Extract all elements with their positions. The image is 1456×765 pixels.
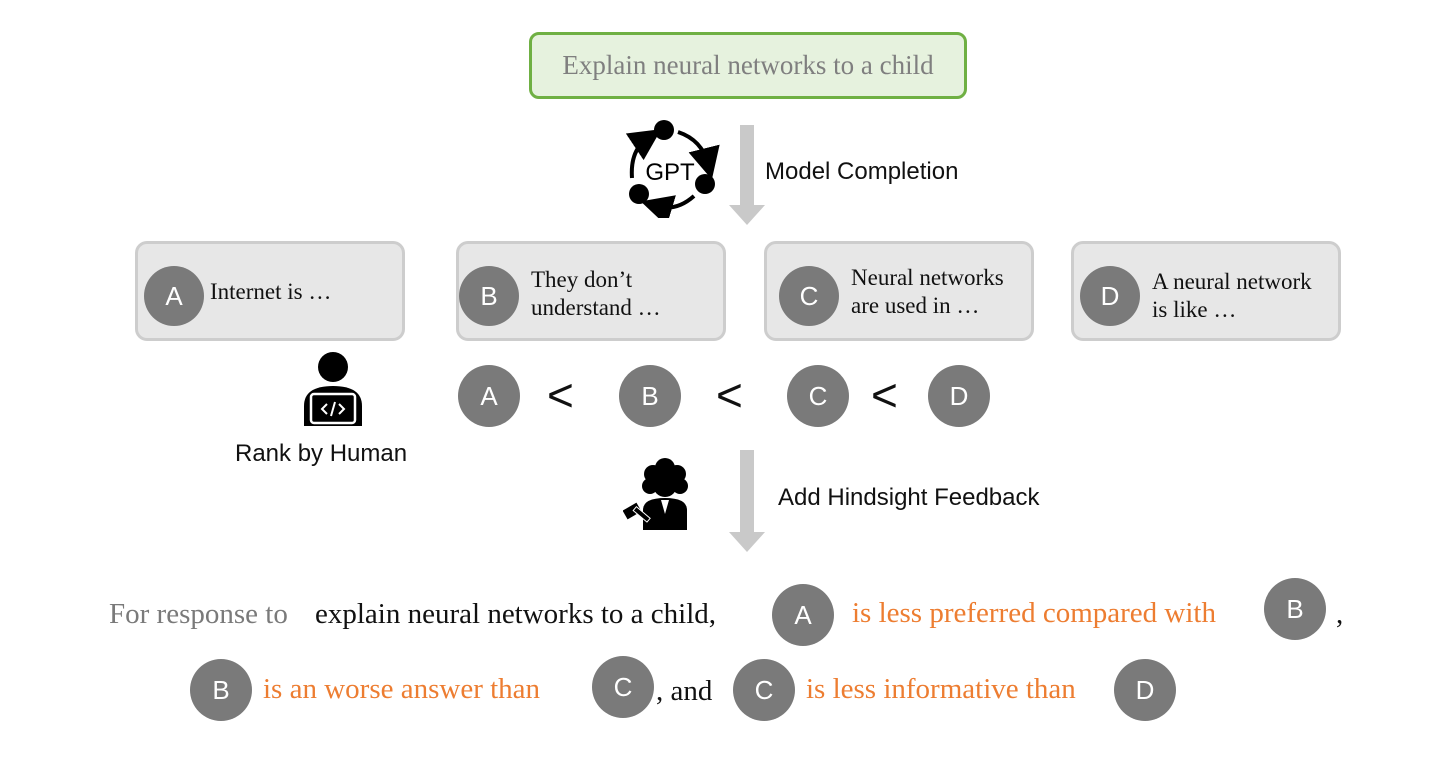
rank-item-b: B — [619, 365, 681, 427]
response-b-badge: B — [459, 266, 519, 326]
feedback-l2-joiner: , and — [656, 675, 713, 707]
rank-by-human-label: Rank by Human — [235, 440, 408, 467]
rank-item-c: C — [787, 365, 849, 427]
response-box-a: A Internet is … — [135, 241, 405, 341]
response-c-badge: C — [779, 266, 839, 326]
feedback-l1-item-b: B — [1264, 578, 1326, 640]
response-d-line1: A neural network — [1152, 269, 1312, 294]
feedback-l2-relation1: is an worse answer than — [263, 673, 541, 705]
feedback-l1-relation: is less preferred compared with — [852, 597, 1216, 629]
prompt-box: Explain neural networks to a child — [529, 32, 967, 99]
response-a-line1: Internet is … — [210, 279, 332, 304]
response-b-line2: understand … — [531, 295, 661, 320]
response-c-line1: Neural networks — [851, 265, 1004, 290]
arrow-head-1 — [729, 205, 765, 225]
model-completion-label: Model Completion — [765, 158, 959, 185]
response-d-badge: D — [1080, 266, 1140, 326]
arrow-shaft-2 — [740, 450, 754, 534]
rank-item-d: D — [928, 365, 990, 427]
developer-laptop-icon — [300, 350, 366, 426]
response-box-d: D A neural network is like … — [1071, 241, 1341, 341]
arrow-head-2 — [729, 532, 765, 552]
response-c-line2: are used in … — [851, 293, 980, 318]
rank-item-a: A — [458, 365, 520, 427]
rank-separator-1: < — [547, 369, 574, 421]
response-b-line1: They don’t — [531, 267, 633, 292]
response-a-badge: A — [144, 266, 204, 326]
feedback-l2-relation2: is less informative than — [806, 673, 1076, 705]
feedback-l2-item-c2: C — [733, 659, 795, 721]
response-b-text: They don’t understand … — [531, 266, 661, 322]
feedback-l1-end: , — [1336, 598, 1344, 630]
feedback-prompt: explain neural networks to a child, — [315, 598, 717, 630]
gpt-cycle-icon: GPT — [624, 118, 720, 226]
hindsight-feedback-label: Add Hindsight Feedback — [778, 484, 1040, 511]
prompt-text: Explain neural networks to a child — [562, 50, 934, 80]
arrow-shaft-1 — [740, 125, 754, 207]
response-d-line2: is like … — [1152, 297, 1237, 322]
response-box-c: C Neural networks are used in … — [764, 241, 1034, 341]
rank-separator-3: < — [871, 369, 898, 421]
feedback-l1-item-a: A — [772, 584, 834, 646]
gpt-icon-label: GPT — [645, 159, 695, 186]
rank-separator-2: < — [716, 369, 743, 421]
response-d-text: A neural network is like … — [1152, 268, 1312, 324]
response-box-b: B They don’t understand … — [456, 241, 726, 341]
judge-gavel-icon — [622, 458, 701, 530]
response-c-text: Neural networks are used in … — [851, 264, 1004, 320]
response-a-text: Internet is … — [210, 278, 331, 306]
feedback-l2-item-d: D — [1114, 659, 1176, 721]
feedback-l2-item-b: B — [190, 659, 252, 721]
feedback-l2-item-c1: C — [592, 656, 654, 718]
feedback-prefix: For response to — [109, 598, 288, 630]
